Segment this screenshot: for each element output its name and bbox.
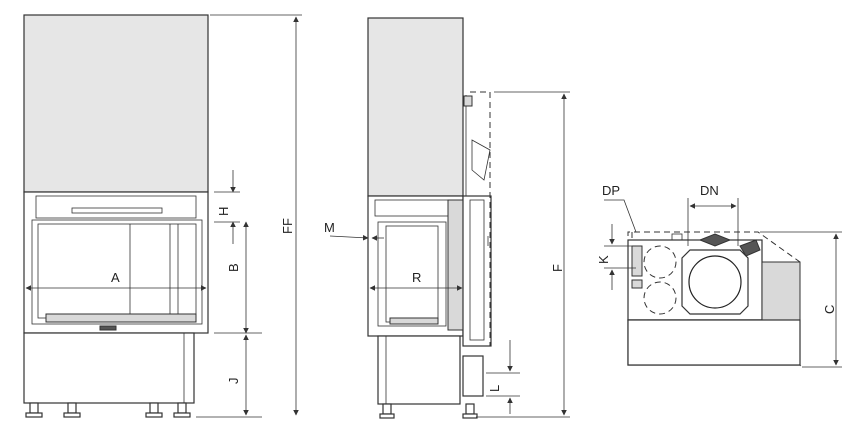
front-firebox-frame — [23, 191, 209, 334]
dim-label-F: F — [550, 264, 565, 272]
front-glass-door — [31, 219, 203, 325]
dim-label-DN: DN — [700, 183, 719, 198]
dim-label-DP: DP — [602, 183, 620, 198]
top-air-inlet-2 — [643, 281, 677, 315]
side-view: M R L F — [324, 17, 570, 419]
side-duct-outline — [470, 91, 491, 346]
front-base — [23, 332, 195, 404]
front-feet — [25, 402, 191, 418]
dim-label-L: L — [487, 385, 502, 392]
side-hood — [367, 17, 464, 197]
dim-label-C: C — [822, 305, 837, 314]
dim-label-B: B — [226, 263, 241, 272]
side-glass-door — [377, 221, 447, 327]
side-base — [377, 335, 461, 405]
dim-label-R: R — [412, 270, 421, 285]
dim-label-H: H — [216, 207, 231, 216]
top-view: DP DN K C — [596, 183, 842, 368]
dim-label-FF: FF — [280, 218, 295, 234]
front-view: A H B J FF — [23, 14, 302, 418]
dim-label-M: M — [324, 220, 335, 235]
dim-label-J: J — [226, 378, 241, 385]
dim-label-K: K — [596, 255, 611, 264]
side-back-panel — [462, 195, 492, 347]
top-air-inlet-1 — [643, 245, 677, 279]
dim-label-A: A — [111, 270, 120, 285]
front-hood — [23, 14, 209, 193]
top-flue-outlet — [681, 249, 749, 315]
